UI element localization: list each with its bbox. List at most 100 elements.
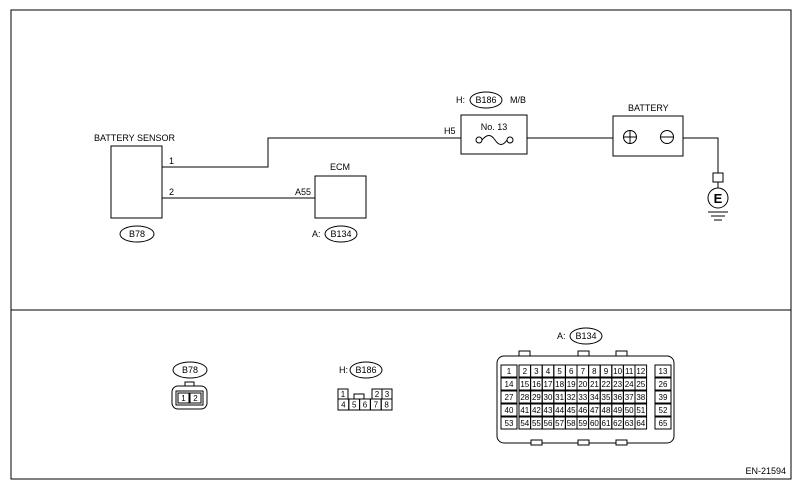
b134-pin-42: 42 [532,406,541,415]
ecm-connector-badge [324,225,358,243]
b134-pin-16: 16 [532,380,541,389]
b134-pin-65: 65 [659,419,668,428]
b134-detail-label: B134 [575,331,596,341]
b186-detail-badge [349,361,383,379]
battery-box [612,115,684,157]
b134-pin-27: 27 [505,393,514,402]
b186-pin-8: 8 [384,401,389,410]
b134-pin-40-cell [500,403,518,417]
fuse-box-terminal-label: H5 [444,126,456,136]
battery-sensor-title: BATTERY SENSOR [94,133,176,143]
b134-pin-23: 23 [613,380,622,389]
b134-pin-47: 47 [590,406,599,415]
b134-pin-8: 8 [592,367,597,376]
b134-pin-62: 62 [613,419,622,428]
b134-pin-61: 61 [602,419,611,428]
b134-pin-14-cell [500,377,518,391]
ecm-connector-label: B134 [330,229,351,239]
b134-pin-11: 11 [625,367,634,376]
ecm-terminal-label: A55 [295,187,311,197]
figure-id: EN-21594 [745,466,786,476]
b134-pin-50: 50 [625,406,634,415]
b134-pin-4: 4 [546,367,551,376]
b134-pin-54: 54 [520,419,529,428]
b134-pin-64-cell [634,416,648,430]
b134-pin-18: 18 [555,380,564,389]
b134-pin-48: 48 [602,406,611,415]
b134-pin-9: 9 [604,367,609,376]
b134-pin-21: 21 [590,380,599,389]
b134-pin-5: 5 [557,367,562,376]
b186-pin-8-cell [380,398,393,411]
b134-pin-7: 7 [581,367,586,376]
b134-pin-38: 38 [636,393,645,402]
fuse-terminal-left [475,136,483,144]
b186-pin-5: 5 [352,401,357,410]
b78-connector-latch [184,381,195,387]
b134-pin-52-cell [654,403,672,417]
b186-detail-label: B186 [355,365,376,375]
b134-latch-top-left [518,350,531,357]
ecm-box [314,175,367,219]
fuse-box-title: M/B [510,95,526,105]
b134-pin-39: 39 [659,393,668,402]
b78-connector-badge [119,225,155,243]
b186-detail-prefix: H: [339,365,348,375]
b134-detail-prefix: A: [557,331,566,341]
b186-pin-6: 6 [363,401,368,410]
b134-pin-22: 22 [602,380,611,389]
b134-pin-43: 43 [544,406,553,415]
b78-pin-2: 2 [193,394,198,403]
fuse-label: No. 13 [481,122,508,132]
b134-detail-badge [569,327,603,345]
b134-pin-51: 51 [636,406,645,415]
b134-pin-46: 46 [578,406,587,415]
b134-pin-19: 19 [567,380,576,389]
b134-pin-58: 58 [567,419,576,428]
b134-pin-36: 36 [613,393,622,402]
fuse-box-connector-label: B186 [475,95,496,105]
b134-pin-31: 31 [555,393,564,402]
battery-negative-terminal [660,130,674,144]
b134-pin-33: 33 [578,393,587,402]
b134-pin-13: 13 [659,367,668,376]
b134-latch-bottom-center [577,439,590,446]
fuse-box-prefix: H: [456,95,465,105]
b134-pin-12-cell [634,364,648,378]
b134-pin-57: 57 [555,419,564,428]
battery-sensor-box [110,145,163,219]
b134-pin-3: 3 [534,367,539,376]
b134-pin-44: 44 [555,406,564,415]
b134-pin-25-cell [634,377,648,391]
b134-pin-1: 1 [507,367,512,376]
b186-pin-1: 1 [341,390,346,399]
fuse-terminal-right [506,136,514,144]
b134-pin-27-cell [500,390,518,404]
b134-pin-13-cell [654,364,672,378]
b134-pin-39-cell [654,390,672,404]
b134-pin-1-cell [500,364,518,378]
ecm-connector-prefix: A: [312,229,321,239]
b134-pin-51-cell [634,403,648,417]
ground-connector [712,172,724,183]
b134-pin-2: 2 [523,367,528,376]
b134-pin-10: 10 [613,367,622,376]
b134-pin-20: 20 [578,380,587,389]
outer-frame [10,9,792,480]
b186-pin-4: 4 [341,401,346,410]
b134-pin-32: 32 [567,393,576,402]
b134-pin-35: 35 [602,393,611,402]
b134-pin-64: 64 [636,419,645,428]
b134-pin-53-cell [500,416,518,430]
b134-pin-59: 59 [578,419,587,428]
b134-pin-14: 14 [505,380,514,389]
battery-sensor-pin2-label: 2 [169,187,174,197]
fuse-box-connector-badge [469,91,503,109]
b134-pin-45: 45 [567,406,576,415]
b134-pin-56: 56 [544,419,553,428]
b134-pin-38-cell [634,390,648,404]
b134-pin-55: 55 [532,419,541,428]
wire-sensor-to-fuse [162,137,461,168]
